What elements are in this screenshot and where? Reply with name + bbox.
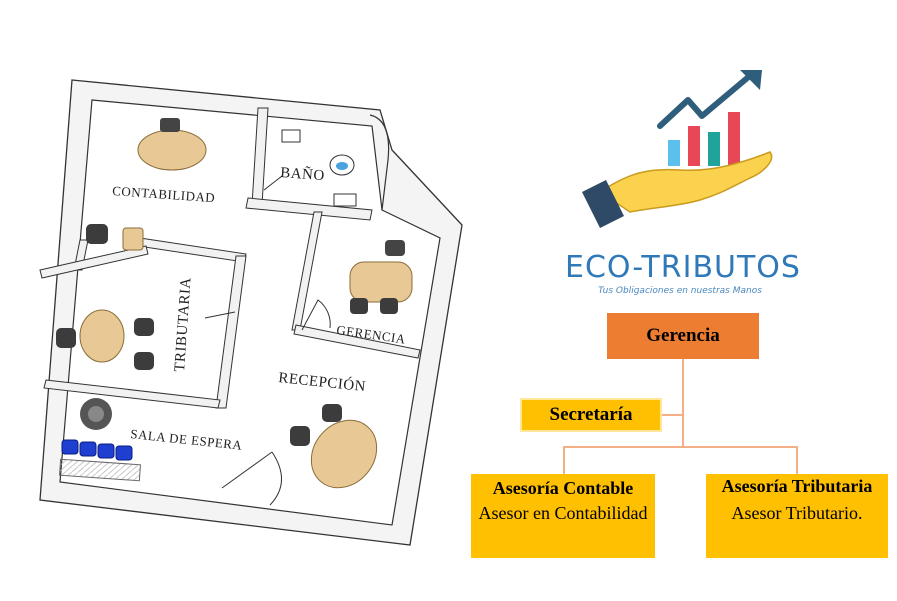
arrow-head-icon [740, 70, 762, 90]
connector-gerencia-down [682, 359, 684, 446]
org-box-asesoria-contable: Asesoría Contable Asesor en Contabilidad [471, 474, 655, 558]
room-label-bano: BAÑO [280, 165, 326, 184]
hand-icon [582, 151, 773, 228]
furniture [56, 118, 413, 489]
office-floor-plan: CONTABILIDAD BAÑO TRIBUTARIA GERENCIA RE… [39, 79, 463, 546]
room-label-tributaria: TRIBUTARIA [172, 277, 195, 373]
connector-contable [563, 446, 565, 474]
growth-bars-icon [668, 112, 740, 166]
doors [204, 175, 331, 506]
org-box-asesoria-tributaria: Asesoría Tributaria Asesor Tributario. [706, 474, 888, 558]
org-box-gerencia: Gerencia [607, 313, 759, 359]
org-box-secretaria: Secretaría [520, 398, 662, 432]
org-box-subtitle: Asesor Tributario. [731, 503, 863, 523]
growth-arrow-icon [657, 71, 755, 129]
connector-tributaria [796, 446, 798, 474]
room-label-contabilidad: CONTABILIDAD [112, 183, 216, 205]
interior-walls [39, 107, 421, 409]
brand-name: ECO-TRIBUTOS [565, 250, 801, 285]
org-box-title: Asesoría Contable [492, 478, 634, 498]
connector-horizontal [563, 446, 798, 448]
org-box-subtitle: Asesor en Contabilidad [478, 503, 648, 523]
eco-tributos-logo [582, 70, 773, 228]
connector-secretaria [662, 414, 683, 416]
org-box-title: Asesoría Tributaria [721, 476, 873, 496]
brand-tagline: Tus Obligaciones en nuestras Manos [598, 286, 762, 296]
